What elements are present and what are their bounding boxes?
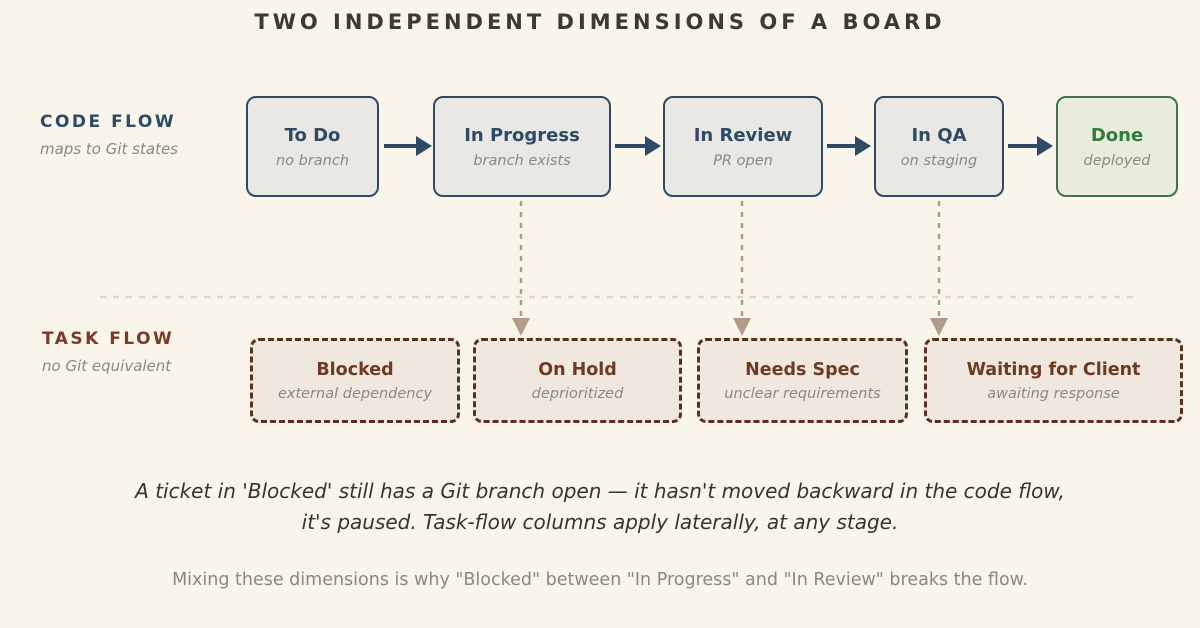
stage-title: Done <box>1090 124 1144 146</box>
down-arrow-dashed-icon <box>930 201 948 336</box>
task-stage-needs-spec: Needs Spec unclear requirements <box>697 338 908 423</box>
task-stage-blocked: Blocked external dependency <box>250 338 460 423</box>
secondary-note: Mixing these dimensions is why "Blocked"… <box>172 570 1028 590</box>
right-arrow-icon <box>615 136 661 156</box>
stage-subtitle: no branch <box>275 152 350 169</box>
primary-note-line2: it's paused. Task-flow columns apply lat… <box>301 510 899 534</box>
code-stage-done: Done deployed <box>1056 96 1178 197</box>
stage-title: In QA <box>911 124 967 146</box>
stage-title: On Hold <box>538 359 617 380</box>
task-stage-on-hold: On Hold deprioritized <box>473 338 682 423</box>
primary-note-line1: A ticket in 'Blocked' still has a Git br… <box>135 479 1065 503</box>
stage-subtitle: deprioritized <box>531 385 624 402</box>
code-stage-in-qa: In QA on staging <box>874 96 1004 197</box>
stage-title: Blocked <box>316 359 394 380</box>
code-flow-label-group: CODE FLOW maps to Git states <box>40 112 178 158</box>
stage-subtitle: unclear requirements <box>724 385 881 402</box>
task-stage-waiting-for-client: Waiting for Client awaiting response <box>924 338 1183 423</box>
stage-subtitle: branch exists <box>473 152 571 169</box>
stage-subtitle: on staging <box>900 152 978 169</box>
stage-title: To Do <box>284 124 341 146</box>
down-arrow-dashed-icon <box>733 201 751 336</box>
primary-note: A ticket in 'Blocked' still has a Git br… <box>0 476 1200 538</box>
code-flow-label: CODE FLOW <box>40 112 177 132</box>
task-flow-label: TASK FLOW <box>42 329 175 349</box>
stage-subtitle: external dependency <box>277 385 433 402</box>
code-stage-in-progress: In Progress branch exists <box>433 96 611 197</box>
code-stage-todo: To Do no branch <box>246 96 379 197</box>
task-flow-sublabel: no Git equivalent <box>42 357 172 375</box>
right-arrow-icon <box>1008 136 1053 156</box>
stage-title: In Progress <box>464 124 580 146</box>
code-stage-in-review: In Review PR open <box>663 96 823 197</box>
stage-subtitle: awaiting response <box>987 385 1120 402</box>
page-title: TWO INDEPENDENT DIMENSIONS OF A BOARD <box>254 10 946 34</box>
stage-subtitle: deployed <box>1083 152 1151 169</box>
code-flow-sublabel: maps to Git states <box>40 140 178 158</box>
stage-title: Needs Spec <box>745 359 860 380</box>
stage-title: In Review <box>693 124 793 146</box>
stage-title: Waiting for Client <box>966 359 1141 380</box>
down-arrow-dashed-icon <box>512 201 530 336</box>
task-flow-label-group: TASK FLOW no Git equivalent <box>42 329 174 375</box>
right-arrow-icon <box>827 136 871 156</box>
right-arrow-icon <box>384 136 432 156</box>
stage-subtitle: PR open <box>713 152 773 169</box>
